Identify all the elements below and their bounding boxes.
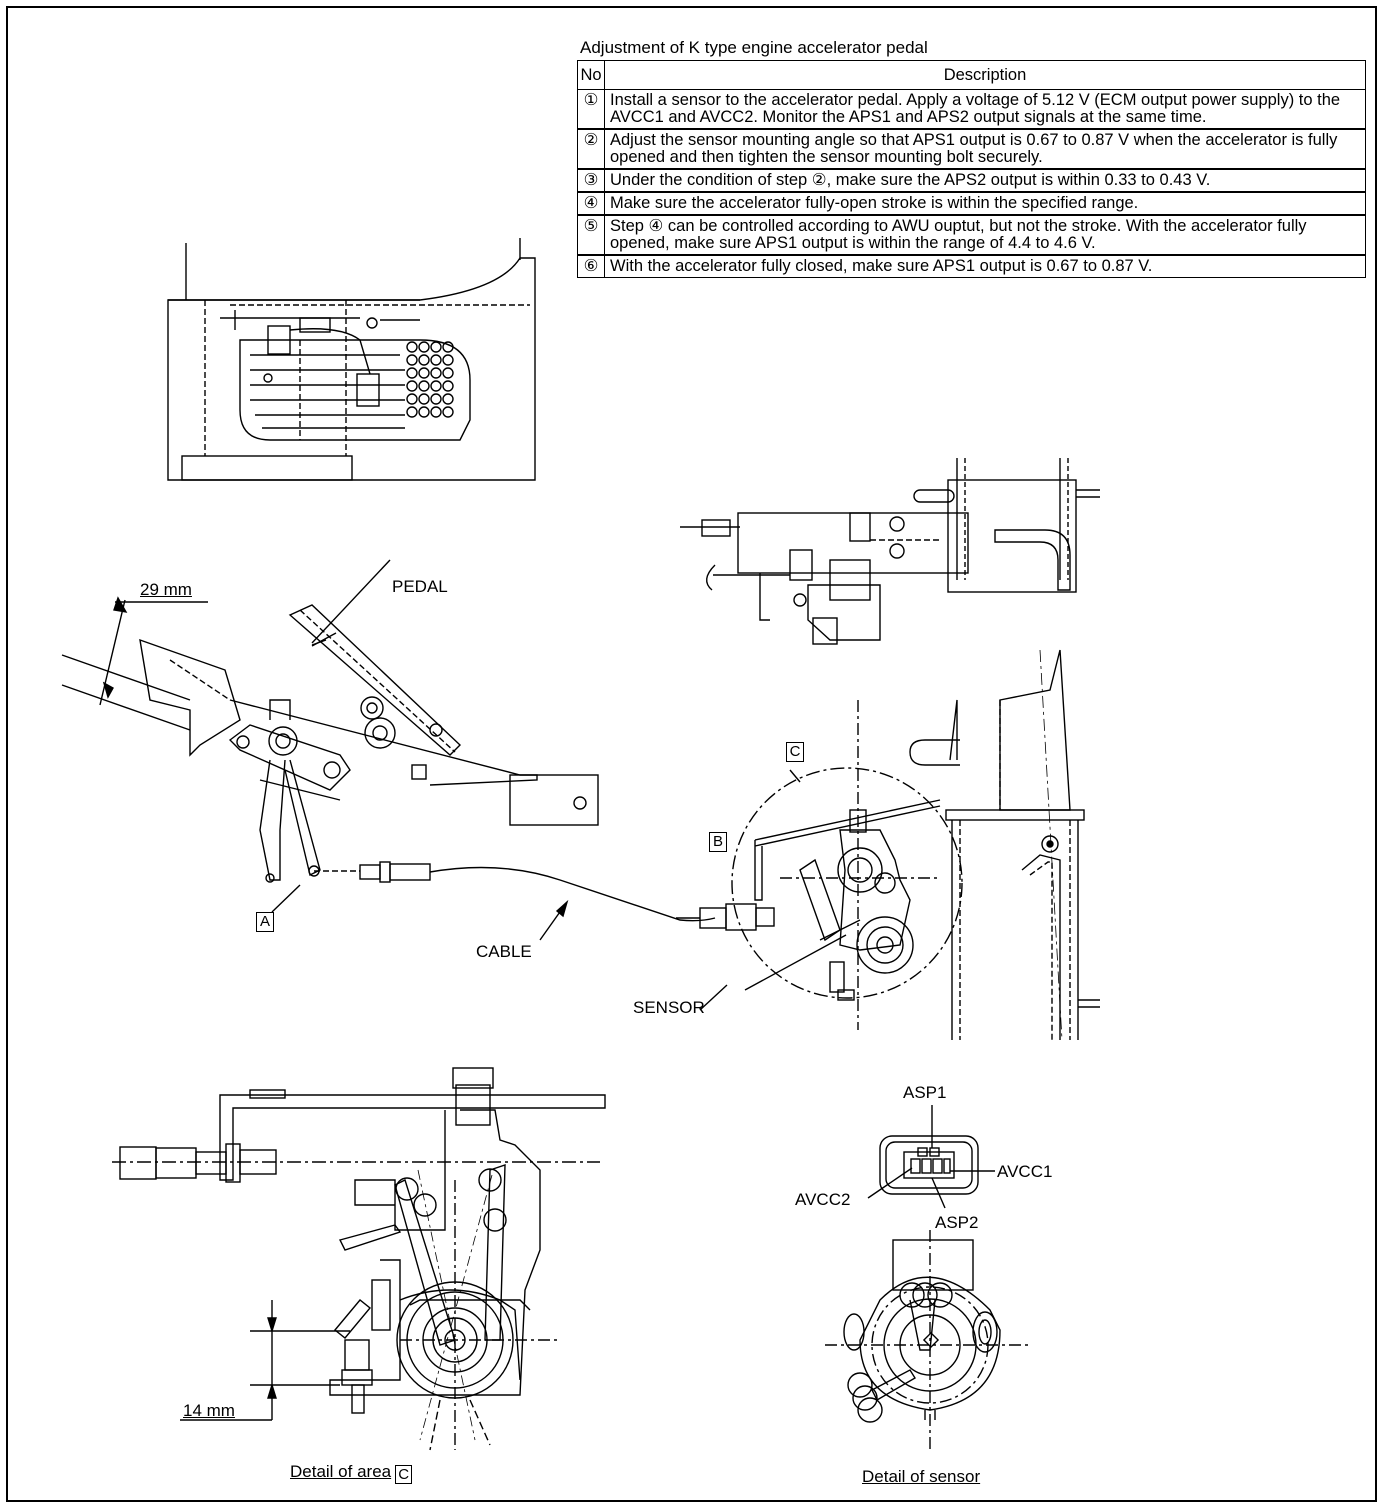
sensor-assembly-side-view: [676, 649, 1100, 1041]
area-c-marker: C: [786, 742, 804, 762]
step-number: ①: [577, 89, 605, 130]
table-row: ① Install a sensor to the accelerator pe…: [577, 89, 1366, 130]
step-number: ④: [577, 191, 605, 216]
avcc1-pin-label: AVCC1: [997, 1162, 1053, 1181]
caption-detail-area-text: Detail of area: [290, 1462, 392, 1481]
step-description: Install a sensor to the accelerator peda…: [604, 89, 1366, 130]
grip-dot: [406, 367, 418, 379]
pedal-grip-pattern: [406, 341, 454, 418]
grip-dot: [406, 341, 418, 353]
detail-area-c: [112, 1067, 606, 1451]
table-row: ② Adjust the sensor mounting angle so th…: [577, 128, 1366, 170]
grip-dot: [418, 367, 430, 379]
grip-dot: [418, 393, 430, 405]
step-description: With the accelerator fully closed, make …: [604, 254, 1366, 278]
table-row: ③ Under the condition of step ②, make su…: [577, 168, 1366, 193]
step-number: ②: [577, 128, 605, 170]
grip-dot: [430, 367, 442, 379]
dimension-14mm-label: 14 mm: [183, 1401, 235, 1420]
table-row: ⑥ With the accelerator fully closed, mak…: [577, 254, 1366, 278]
caption-area-c-marker: C: [395, 1465, 413, 1484]
asp2-pin-label: ASP2: [935, 1213, 979, 1232]
table-row: ⑤ Step ④ can be controlled according to …: [577, 214, 1366, 256]
header-description: Description: [604, 60, 1366, 90]
grip-dot: [442, 406, 454, 418]
step-description: Adjust the sensor mounting angle so that…: [604, 128, 1366, 170]
step-number: ⑤: [577, 214, 605, 256]
pedal-label: PEDAL: [392, 577, 448, 596]
caption-detail-of-sensor: Detail of sensor: [862, 1467, 981, 1486]
step-number: ⑥: [577, 254, 605, 278]
grip-dot: [442, 367, 454, 379]
sensor-label: SENSOR: [633, 998, 705, 1017]
grip-dot: [442, 393, 454, 405]
pedal-side-view: [61, 559, 716, 941]
cable-label: CABLE: [476, 942, 532, 961]
step-description: Step ④ can be controlled according to AW…: [604, 214, 1366, 256]
grip-dot: [418, 380, 430, 392]
grip-dot: [430, 380, 442, 392]
grip-dot: [406, 380, 418, 392]
asp1-pin-label: ASP1: [903, 1083, 947, 1102]
step-number: ③: [577, 168, 605, 193]
table-row: ④ Make sure the accelerator fully-open s…: [577, 191, 1366, 216]
dimension-29mm-label: 29 mm: [140, 580, 192, 599]
grip-dot: [406, 354, 418, 366]
grip-dot: [442, 380, 454, 392]
grip-dot: [406, 406, 418, 418]
grip-dot: [418, 354, 430, 366]
area-b-marker: B: [709, 832, 727, 852]
grip-dot: [418, 406, 430, 418]
drawing-frame: [6, 6, 1377, 1502]
step-description: Make sure the accelerator fully-open str…: [604, 191, 1366, 216]
table-title: Adjustment of K type engine accelerator …: [580, 38, 928, 57]
grip-dot: [430, 341, 442, 353]
pedal-top-view: [167, 238, 536, 481]
header-no: No: [577, 60, 605, 90]
detail-of-sensor: [825, 1105, 1030, 1450]
avcc2-pin-label: AVCC2: [795, 1190, 851, 1209]
bracket-top-view: [680, 458, 1100, 645]
area-a-marker: A: [256, 912, 274, 932]
grip-dot: [418, 341, 430, 353]
grip-dot: [430, 393, 442, 405]
step-description: Under the condition of step ②, make sure…: [604, 168, 1366, 193]
grip-dot: [430, 354, 442, 366]
table-header-row: No Description: [577, 60, 1366, 90]
grip-dot: [430, 406, 442, 418]
grip-dot: [442, 341, 454, 353]
grip-dot: [406, 393, 418, 405]
grip-dot: [442, 354, 454, 366]
adjustment-table: No Description ① Install a sensor to the…: [577, 60, 1366, 278]
